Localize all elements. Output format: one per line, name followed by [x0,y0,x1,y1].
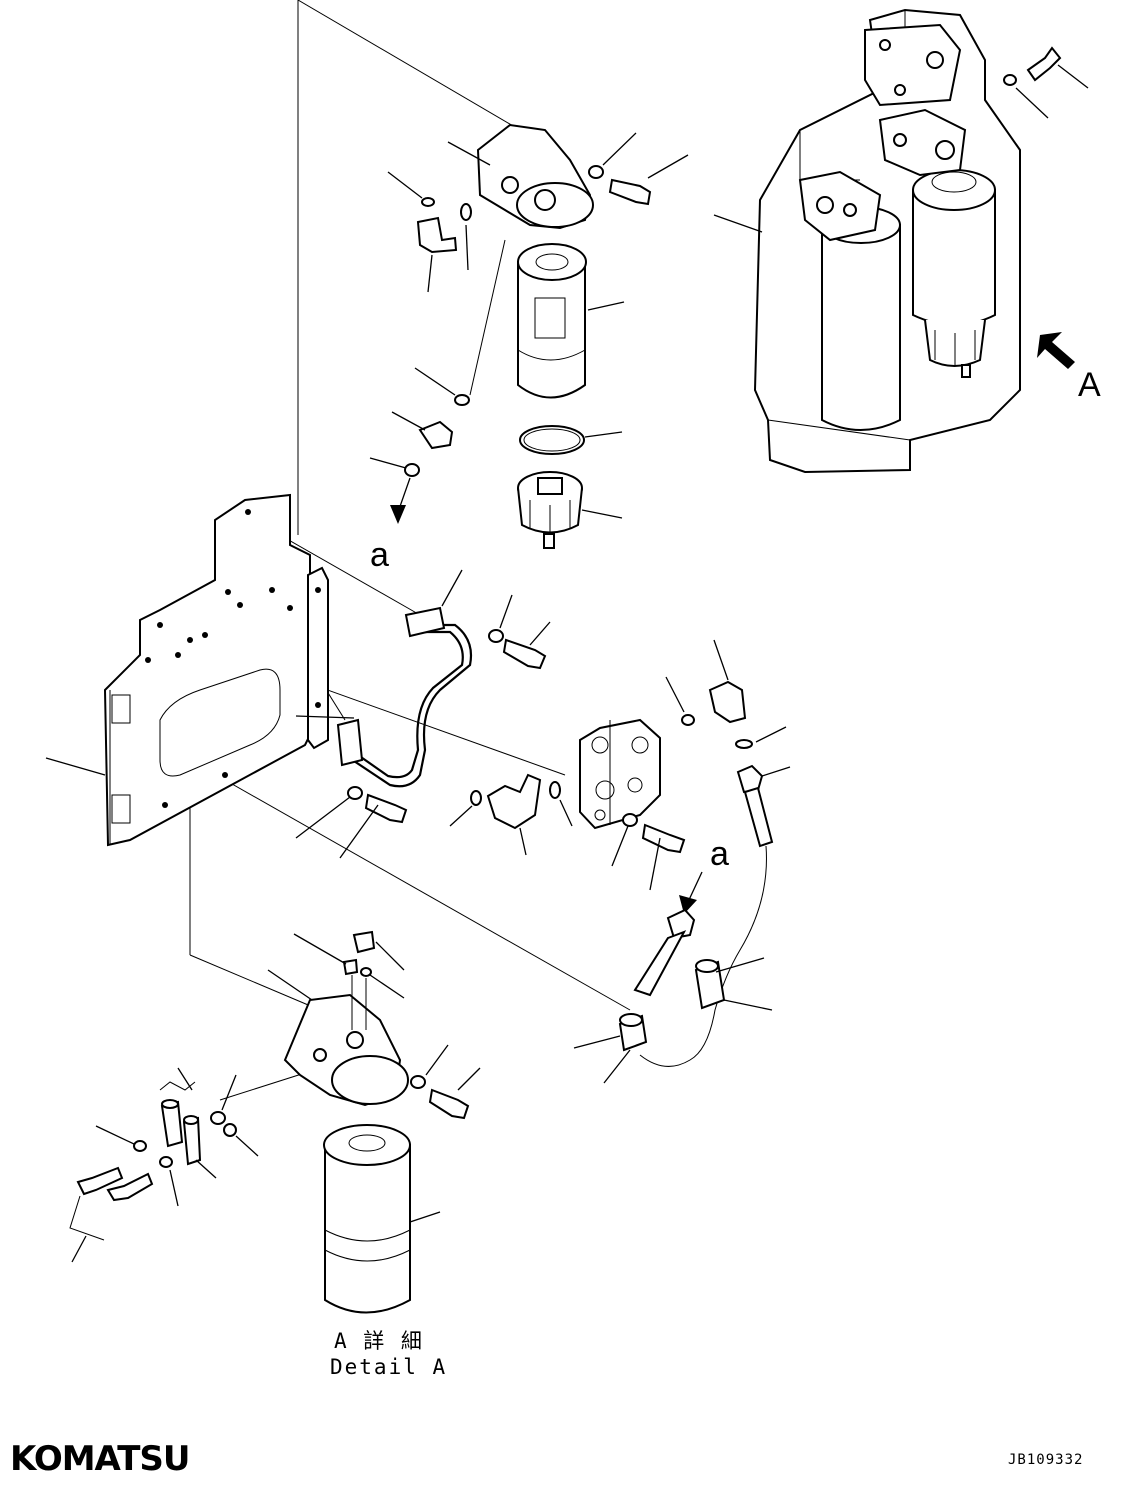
valve-center-elbow [449,773,573,856]
fuel-filter-cartridge-lower [323,1124,441,1314]
lower-hose-fitting [633,908,696,997]
tube-clamp-bolt-lower [295,786,408,859]
mounting-bracket-plate [45,493,329,847]
upper-elbow-fitting [387,171,458,293]
lower-top-plug [293,930,405,1030]
view-a-arrow [1037,332,1075,369]
tube-clamp-bolt-upper [488,594,551,670]
view-a-assembly [713,8,1089,474]
detail-caption-en: Detail A [330,1355,447,1379]
upper-oring [460,203,472,271]
upper-drain-fitting [391,411,454,450]
view-marker-a: A [1078,366,1101,404]
lower-bolt-pair [69,1166,154,1263]
document-id: JB109332 [1008,1452,1083,1468]
valve-elbow-top [665,639,747,726]
upper-small-oring [414,239,506,406]
valve-block [579,718,661,830]
hose-clamp-right [694,957,773,1011]
valve-bolt [611,813,686,891]
water-separator-bowl [517,471,623,549]
lower-head-bolt [410,1044,481,1120]
lower-filter-head [267,969,409,1107]
bowl-seal-ring [519,425,623,455]
hose-fitting-right [639,726,791,1067]
fuel-filter-cartridge-upper [517,243,625,399]
fuel-tube [295,569,473,788]
upper-bolt-washer [588,132,689,206]
detail-caption-jp: A 詳 細 [334,1329,424,1353]
komatsu-logo: KOMATSU [10,1439,190,1479]
section-marker-upper: a [370,536,389,574]
lower-fittings-left [95,1067,259,1207]
hose-clamp-left [573,1013,648,1084]
section-marker-lower: a [710,835,729,873]
section-arrow-lower [679,871,703,914]
upper-drain-oring [369,457,420,524]
upper-filter-head [447,123,594,230]
